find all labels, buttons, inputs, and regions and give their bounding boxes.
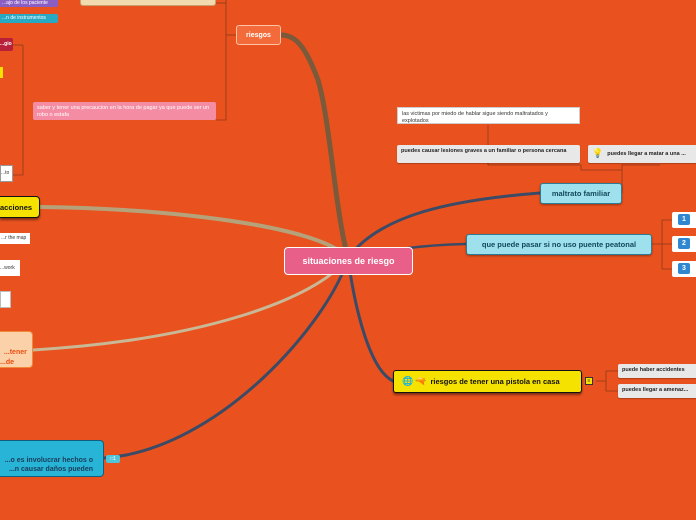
- acciones-node[interactable]: acciones: [0, 196, 40, 218]
- bulb-icon: 💡: [592, 148, 604, 159]
- side-white-label: ...to: [1, 170, 10, 176]
- puente-item-3[interactable]: 3: [672, 261, 696, 277]
- work-note-text: ...work: [0, 265, 15, 271]
- acciones-label: acciones: [0, 202, 33, 212]
- riesgos-note[interactable]: saber y tener una precaucion en la hora …: [33, 102, 216, 120]
- maltrato-note-2[interactable]: puedes causar lesiones graves a un famil…: [397, 145, 580, 163]
- puente-item-1[interactable]: 1: [672, 212, 696, 228]
- side-red-node[interactable]: ...gio: [0, 38, 13, 51]
- maltrato-label: maltrato familiar: [551, 189, 611, 198]
- notes-icon[interactable]: ≡: [585, 377, 593, 385]
- bottom-blue-node[interactable]: ...o es involucrar hechos o ...n causar …: [0, 440, 104, 477]
- number-1-badge: 1: [678, 214, 690, 225]
- pistola-note-1-text: puede haber accidentes: [622, 367, 685, 373]
- world-icon: 🌐: [402, 376, 414, 386]
- number-3-badge: 3: [678, 263, 690, 274]
- puente-label: que puede pasar si no uso puente peatona…: [481, 240, 637, 249]
- riesgos-node[interactable]: riesgos: [236, 25, 281, 45]
- map-note-text: ...r the map: [1, 235, 27, 241]
- bottom-blue-label: ...o es involucrar hechos o ...n causar …: [4, 456, 93, 477]
- top-purple-node[interactable]: ...ajo de los paciente: [0, 0, 58, 7]
- side-red-label: ...gio: [0, 41, 12, 47]
- maltrato-node[interactable]: maltrato familiar: [540, 183, 622, 204]
- maltrato-note-3-text: puedes llegar a matar a una ...: [607, 150, 686, 157]
- pistola-note-2-text: puedes llegar a amenaz...: [622, 387, 689, 393]
- pistola-note-2[interactable]: puedes llegar a amenaz...: [618, 384, 696, 398]
- pistola-note-1[interactable]: puede haber accidentes: [618, 364, 696, 378]
- comment-icon: □: [110, 456, 114, 462]
- puente-node[interactable]: que puede pasar si no uso puente peatona…: [466, 234, 652, 255]
- work-note[interactable]: ...work: [0, 260, 20, 276]
- blank-white-node[interactable]: [0, 291, 11, 308]
- central-topic[interactable]: situaciones de riesgo: [284, 247, 413, 275]
- riesgos-label: riesgos: [246, 31, 271, 39]
- puente-item-2[interactable]: 2: [672, 236, 696, 252]
- top-partial-node[interactable]: [80, 0, 216, 6]
- side-white-node[interactable]: ...to: [0, 165, 13, 182]
- maltrato-note-1[interactable]: las victimas por miedo de hablar sigue s…: [397, 107, 580, 124]
- pistola-node[interactable]: 🌐 🔫 riesgos de tener una pistola en casa: [393, 370, 582, 393]
- comment-count: 1: [113, 456, 116, 462]
- maltrato-note-3[interactable]: 💡 puedes llegar a matar a una ...: [588, 145, 696, 163]
- maltrato-note-1-text: las victimas por miedo de hablar sigue s…: [402, 111, 548, 124]
- pistola-label: riesgos de tener una pistola en casa: [430, 377, 560, 386]
- riesgos-note-text: saber y tener una precaucion en la hora …: [37, 105, 210, 119]
- top-teal-label: ...n de instrumentos: [2, 15, 46, 21]
- orange-tener-node[interactable]: ...tener ...de: [0, 331, 33, 368]
- top-teal-node[interactable]: ...n de instrumentos: [0, 14, 58, 23]
- map-note[interactable]: ...r the map: [0, 233, 30, 244]
- gun-icon: 🔫: [415, 376, 427, 386]
- side-yellow-marker: [0, 67, 3, 78]
- maltrato-note-2-text: puedes causar lesiones graves a un famil…: [401, 148, 567, 154]
- comment-badge[interactable]: □1: [106, 455, 120, 463]
- number-2-badge: 2: [678, 238, 690, 249]
- central-topic-label: situaciones de riesgo: [302, 256, 395, 266]
- orange-tener-label: ...tener ...de: [0, 349, 27, 366]
- top-purple-label: ...ajo de los paciente: [2, 0, 48, 6]
